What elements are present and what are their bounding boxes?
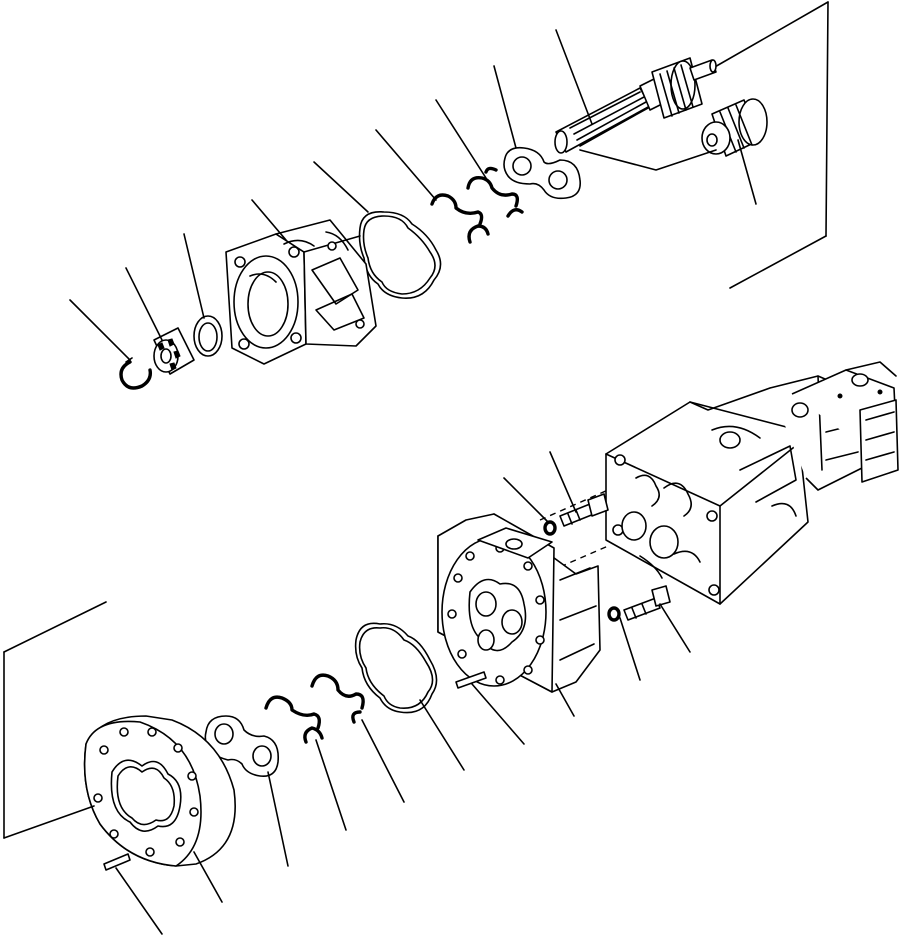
front-cover-housing xyxy=(225,219,377,365)
o-ring-lower xyxy=(607,606,621,622)
bearing xyxy=(153,327,195,375)
dowel-pin-lower xyxy=(103,853,131,871)
lower-group-bracket xyxy=(3,601,107,839)
thrust-washer xyxy=(193,315,223,357)
top-group-bracket xyxy=(705,1,829,289)
lower-leaders xyxy=(115,451,691,935)
backup-ring-a xyxy=(466,166,520,208)
pump-body xyxy=(437,513,601,693)
pump-assembly xyxy=(605,361,899,605)
bolt-upper xyxy=(559,493,609,527)
backup-ring-b xyxy=(310,673,365,724)
snap-ring xyxy=(119,357,153,390)
gear-case xyxy=(83,715,236,867)
dowel-pin xyxy=(455,671,487,689)
bushing-plate-upper xyxy=(503,146,582,200)
gasket-upper xyxy=(358,211,442,299)
alignment-line-upper xyxy=(539,489,609,521)
gasket-lower xyxy=(354,622,438,714)
o-ring-upper xyxy=(543,520,557,536)
drive-shaft xyxy=(554,57,717,154)
driven-gear xyxy=(701,98,768,157)
shaft-assembly-link xyxy=(579,149,717,171)
seal-ring-a xyxy=(430,193,524,244)
seal-ring-b xyxy=(264,695,324,744)
top-leaders xyxy=(69,29,757,361)
bolt-lower xyxy=(623,585,671,621)
